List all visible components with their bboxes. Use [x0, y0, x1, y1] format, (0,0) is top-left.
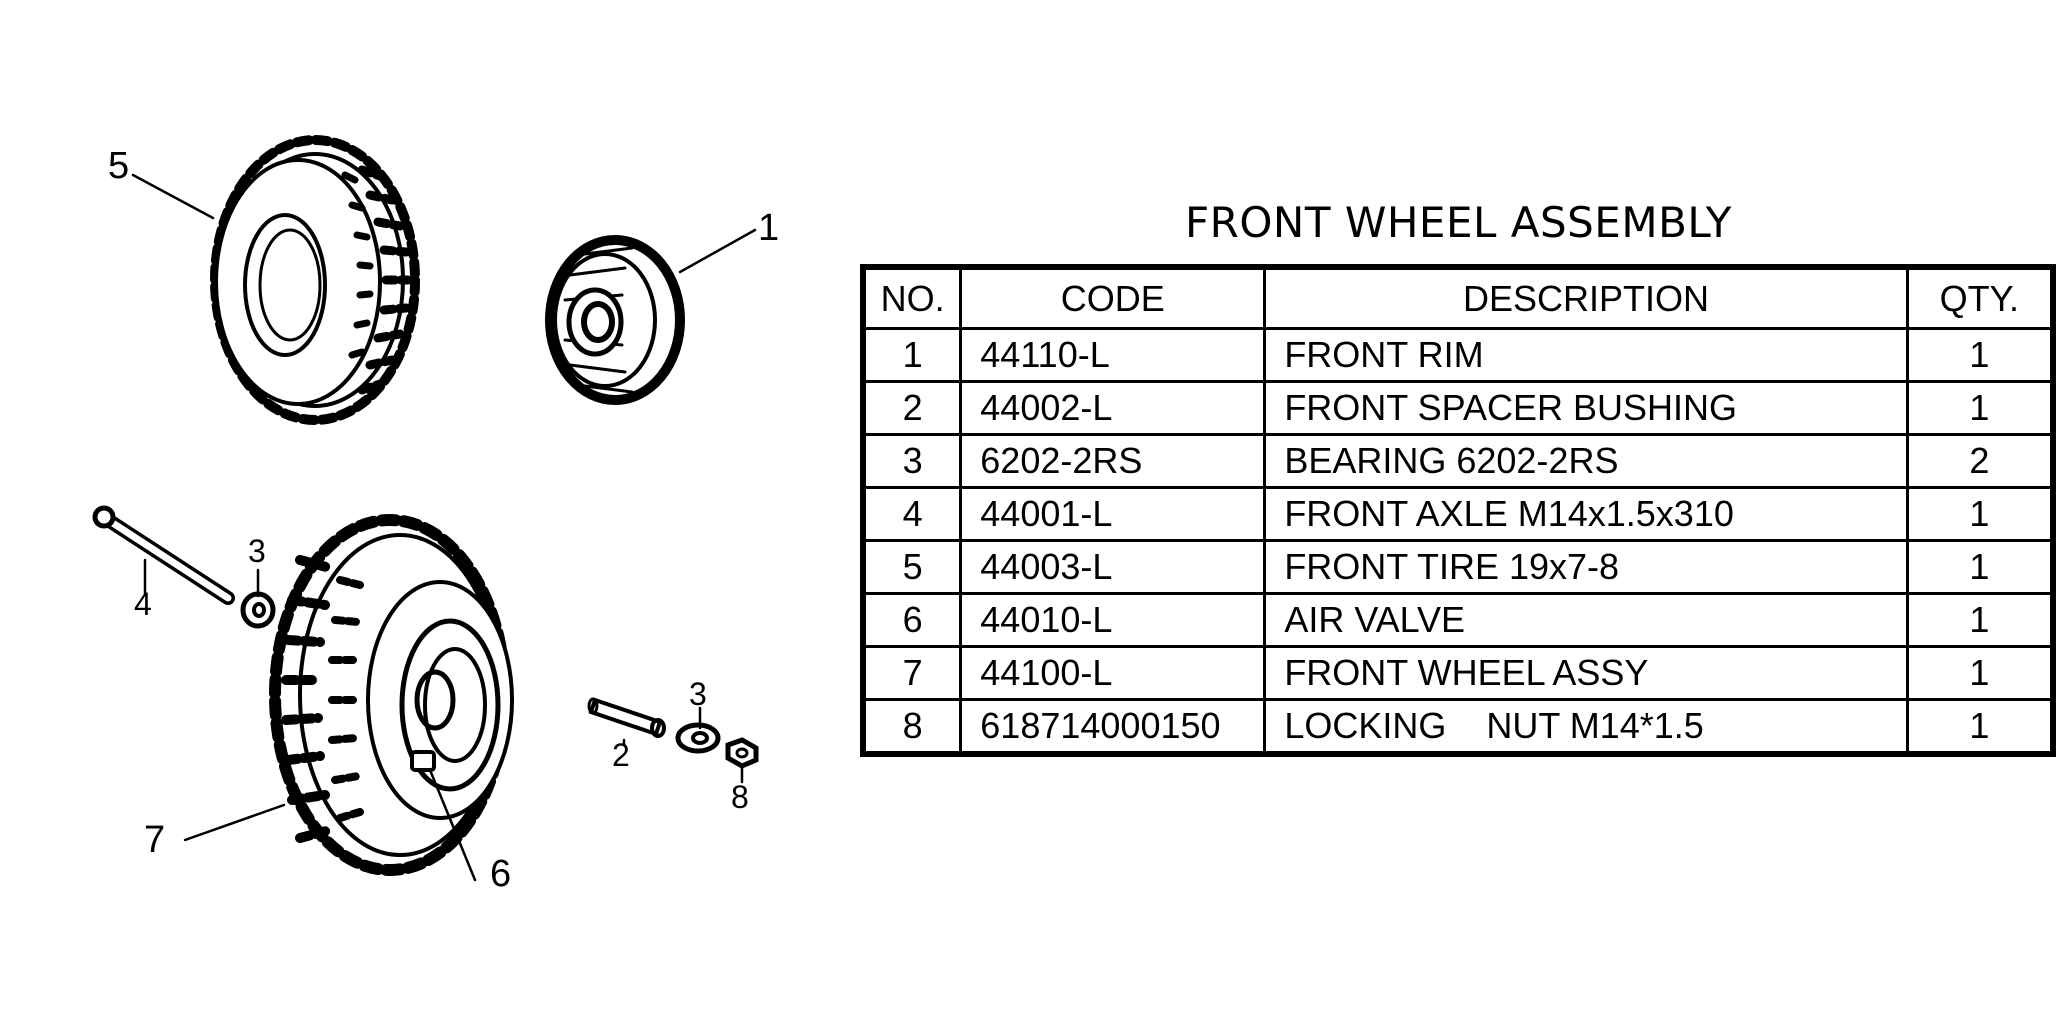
table-row: 2 44002-L FRONT SPACER BUSHING 1: [861, 380, 2055, 436]
cell-qty: 1: [1905, 698, 2055, 756]
cell-qty: 1: [1905, 645, 2055, 701]
assembly-title: FRONT WHEEL ASSEMBLY: [1185, 198, 1732, 247]
table-row: 3 6202-2RS BEARING 6202-2RS 2: [861, 433, 2055, 489]
bearing-drawing-2: [675, 722, 721, 754]
cell-code: 44002-L: [959, 380, 1267, 436]
table-row: 1 44110-L FRONT RIM 1: [861, 327, 2055, 383]
header-description: DESCRIPTION: [1263, 265, 1909, 330]
parts-table: NO. CODE DESCRIPTION QTY. 1 44110-L FRON…: [860, 264, 2056, 757]
cell-qty: 2: [1905, 433, 2055, 489]
cell-no: 8: [861, 698, 963, 756]
callout-4: 4: [134, 586, 152, 622]
table-header-row: NO. CODE DESCRIPTION QTY.: [861, 265, 2055, 330]
cell-description: FRONT RIM: [1263, 327, 1909, 383]
cell-code: 44003-L: [959, 539, 1267, 595]
header-no: NO.: [861, 265, 963, 330]
callout-1: 1: [758, 207, 779, 249]
table-row: 8 618714000150 LOCKING NUT M14*1.5 1: [861, 698, 2055, 756]
cell-description: AIR VALVE: [1263, 592, 1909, 648]
cell-description: LOCKING NUT M14*1.5: [1263, 698, 1909, 756]
front-wheel-assy-drawing: [269, 514, 514, 876]
cell-description: BEARING 6202-2RS: [1263, 433, 1909, 489]
cell-description: FRONT AXLE M14x1.5x310: [1263, 486, 1909, 542]
front-spacer-bushing-drawing: [587, 697, 666, 738]
cell-description: FRONT SPACER BUSHING: [1263, 380, 1909, 436]
cell-no: 6: [861, 592, 963, 648]
cell-qty: 1: [1905, 592, 2055, 648]
table-row: 7 44100-L FRONT WHEEL ASSY 1: [861, 645, 2055, 701]
cell-code: 44100-L: [959, 645, 1267, 701]
front-axle-drawing: [92, 505, 235, 605]
callout-3-left: 3: [248, 533, 266, 569]
cell-code: 6202-2RS: [959, 433, 1267, 489]
cell-qty: 1: [1905, 539, 2055, 595]
cell-qty: 1: [1905, 380, 2055, 436]
cell-code: 44110-L: [959, 327, 1267, 383]
cell-code: 44001-L: [959, 486, 1267, 542]
front-rim-drawing: [545, 235, 685, 405]
cell-code: 44010-L: [959, 592, 1267, 648]
header-qty: QTY.: [1905, 265, 2055, 330]
cell-no: 3: [861, 433, 963, 489]
callout-5: 5: [108, 145, 129, 187]
cell-qty: 1: [1905, 486, 2055, 542]
callout-3-right: 3: [689, 676, 707, 712]
table-row: 5 44003-L FRONT TIRE 19x7-8 1: [861, 539, 2055, 595]
cell-description: FRONT WHEEL ASSY: [1263, 645, 1909, 701]
callout-7: 7: [144, 819, 165, 861]
table-row: 6 44010-L AIR VALVE 1: [861, 592, 2055, 648]
leader-lines: [131, 173, 757, 882]
cell-no: 2: [861, 380, 963, 436]
header-code: CODE: [959, 265, 1267, 330]
front-tire-drawing: [210, 135, 420, 425]
cell-no: 1: [861, 327, 963, 383]
cell-no: 7: [861, 645, 963, 701]
cell-description: FRONT TIRE 19x7-8: [1263, 539, 1909, 595]
callout-8: 8: [731, 779, 749, 815]
cell-code: 618714000150: [959, 698, 1267, 756]
locking-nut-drawing: [725, 737, 759, 769]
callout-6: 6: [490, 853, 511, 895]
cell-no: 5: [861, 539, 963, 595]
bearing-drawing: [240, 591, 276, 629]
cell-qty: 1: [1905, 327, 2055, 383]
callout-2: 2: [612, 737, 630, 773]
cell-no: 4: [861, 486, 963, 542]
table-row: 4 44001-L FRONT AXLE M14x1.5x310 1: [861, 486, 2055, 542]
exploded-parts-diagram: 5 1 4 3 2 3 8 7 6: [92, 135, 779, 895]
